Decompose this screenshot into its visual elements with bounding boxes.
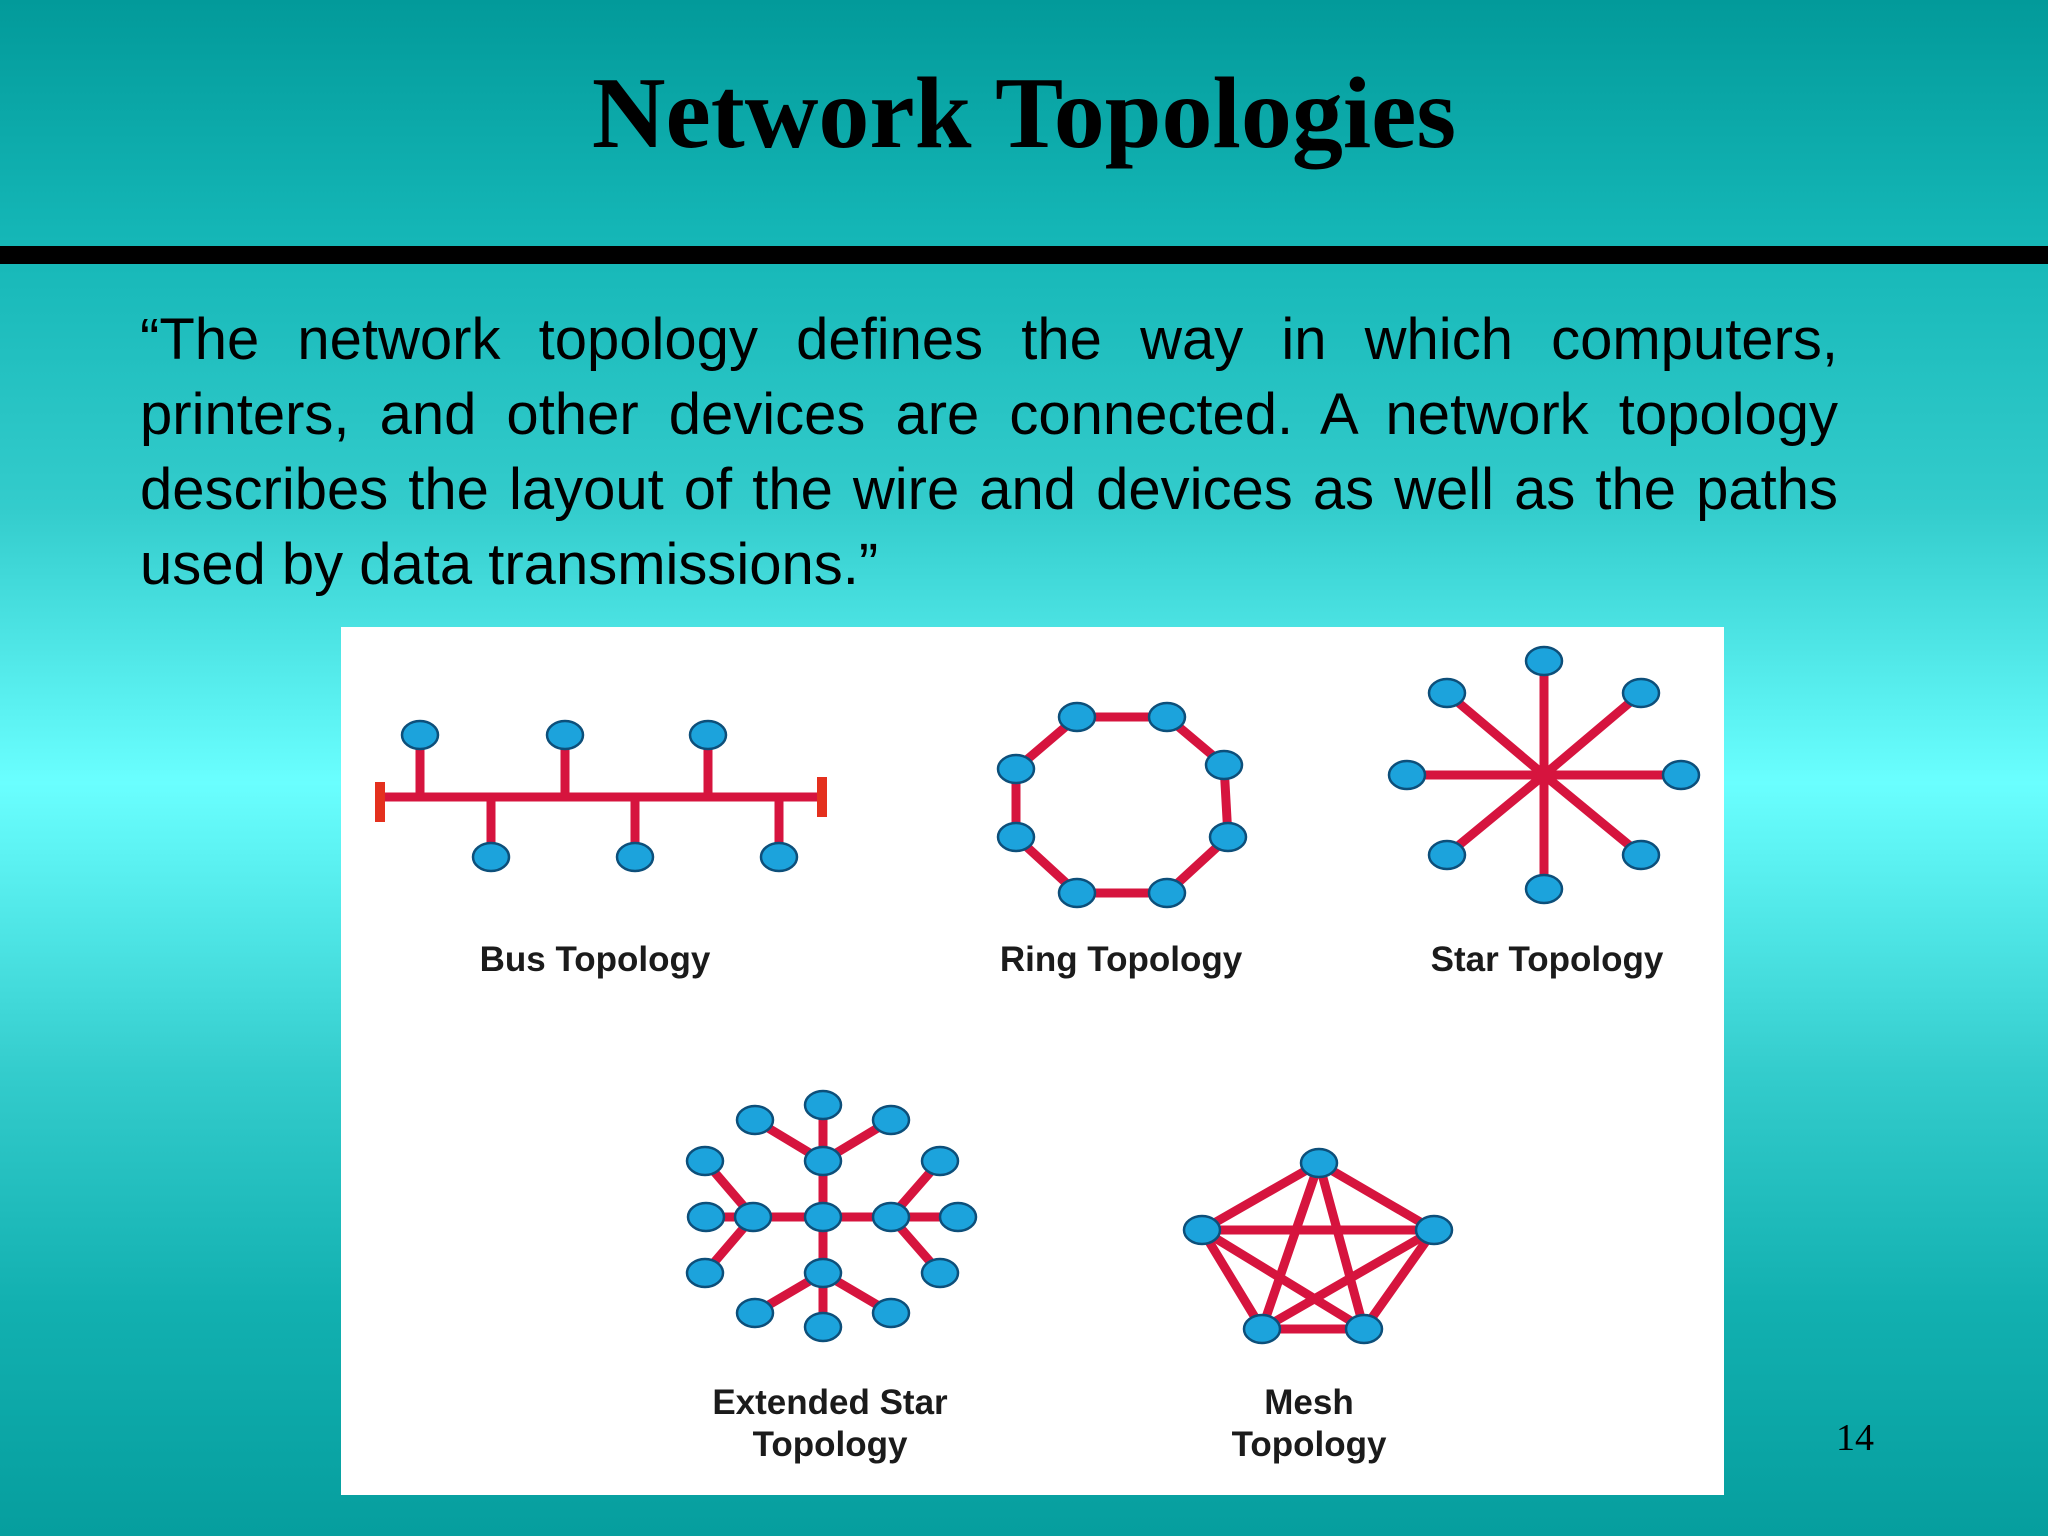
bus-node (688, 719, 728, 751)
star-node (1387, 759, 1427, 791)
mesh-node (1242, 1313, 1282, 1345)
extended-star-leaf-node (803, 1089, 843, 1121)
extended-star-leaf-node (920, 1145, 960, 1177)
star-node (1427, 677, 1467, 709)
star-node (1621, 677, 1661, 709)
star-node (1427, 839, 1467, 871)
bus-node (400, 719, 440, 751)
page-number: 14 (1836, 1417, 1874, 1459)
extended-star-leaf-node (686, 1201, 726, 1233)
ring-node (1208, 821, 1248, 853)
bus-terminator-left (375, 782, 385, 822)
mesh-caption-line1: Mesh (1264, 1383, 1353, 1422)
extended-star-leaf-node (685, 1257, 725, 1289)
extended-star-caption-line1: Extended Star (712, 1383, 948, 1422)
ring-topology: Ring Topology (996, 701, 1248, 979)
extended-star-leaf-node (685, 1145, 725, 1177)
ring-node (1204, 749, 1244, 781)
extended-star-leaf-node (920, 1257, 960, 1289)
ring-topology-caption: Ring Topology (1000, 940, 1243, 979)
star-topology-caption: Star Topology (1431, 940, 1664, 979)
bus-node (759, 841, 799, 873)
bus-node (471, 841, 511, 873)
extended-star-leaf-node (871, 1104, 911, 1136)
star-topology: Star Topology (1387, 645, 1701, 979)
extended-star-hub-node (803, 1145, 843, 1177)
topology-diagram: Bus Topology Ring Topology (341, 627, 1724, 1495)
bus-node (545, 719, 585, 751)
ring-node (996, 753, 1036, 785)
title-divider (0, 246, 2048, 264)
extended-star-hub-node (871, 1201, 911, 1233)
extended-star-caption-line2: Topology (753, 1425, 908, 1464)
extended-star-leaf-node (803, 1311, 843, 1343)
mesh-node (1344, 1313, 1384, 1345)
ring-node (996, 821, 1036, 853)
mesh-node (1414, 1214, 1454, 1246)
slide-title: Network Topologies (591, 57, 1457, 170)
star-node (1524, 873, 1564, 905)
bus-node (615, 841, 655, 873)
mesh-node (1182, 1214, 1222, 1246)
topology-definition-quote: “The network topology defines the way in… (140, 307, 1838, 597)
extended-star-topology: Extended Star Topology (685, 1089, 978, 1464)
extended-star-center-node (803, 1201, 843, 1233)
extended-star-leaf-node (735, 1297, 775, 1329)
extended-star-leaf-node (871, 1297, 911, 1329)
mesh-topology: Mesh Topology (1182, 1147, 1454, 1464)
ring-node (1147, 877, 1187, 909)
bus-terminator-right (817, 777, 827, 817)
extended-star-hub-node (733, 1201, 773, 1233)
bus-topology-caption: Bus Topology (480, 940, 711, 979)
extended-star-leaf-node (735, 1104, 775, 1136)
extended-star-leaf-node (938, 1201, 978, 1233)
ring-node (1057, 701, 1097, 733)
extended-star-hub-node (803, 1257, 843, 1289)
mesh-node (1299, 1147, 1339, 1179)
star-node (1621, 839, 1661, 871)
mesh-caption-line2: Topology (1232, 1425, 1387, 1464)
ring-node (1057, 877, 1097, 909)
bus-topology: Bus Topology (375, 719, 827, 979)
star-node (1661, 759, 1701, 791)
ring-node (1147, 701, 1187, 733)
star-node (1524, 645, 1564, 677)
